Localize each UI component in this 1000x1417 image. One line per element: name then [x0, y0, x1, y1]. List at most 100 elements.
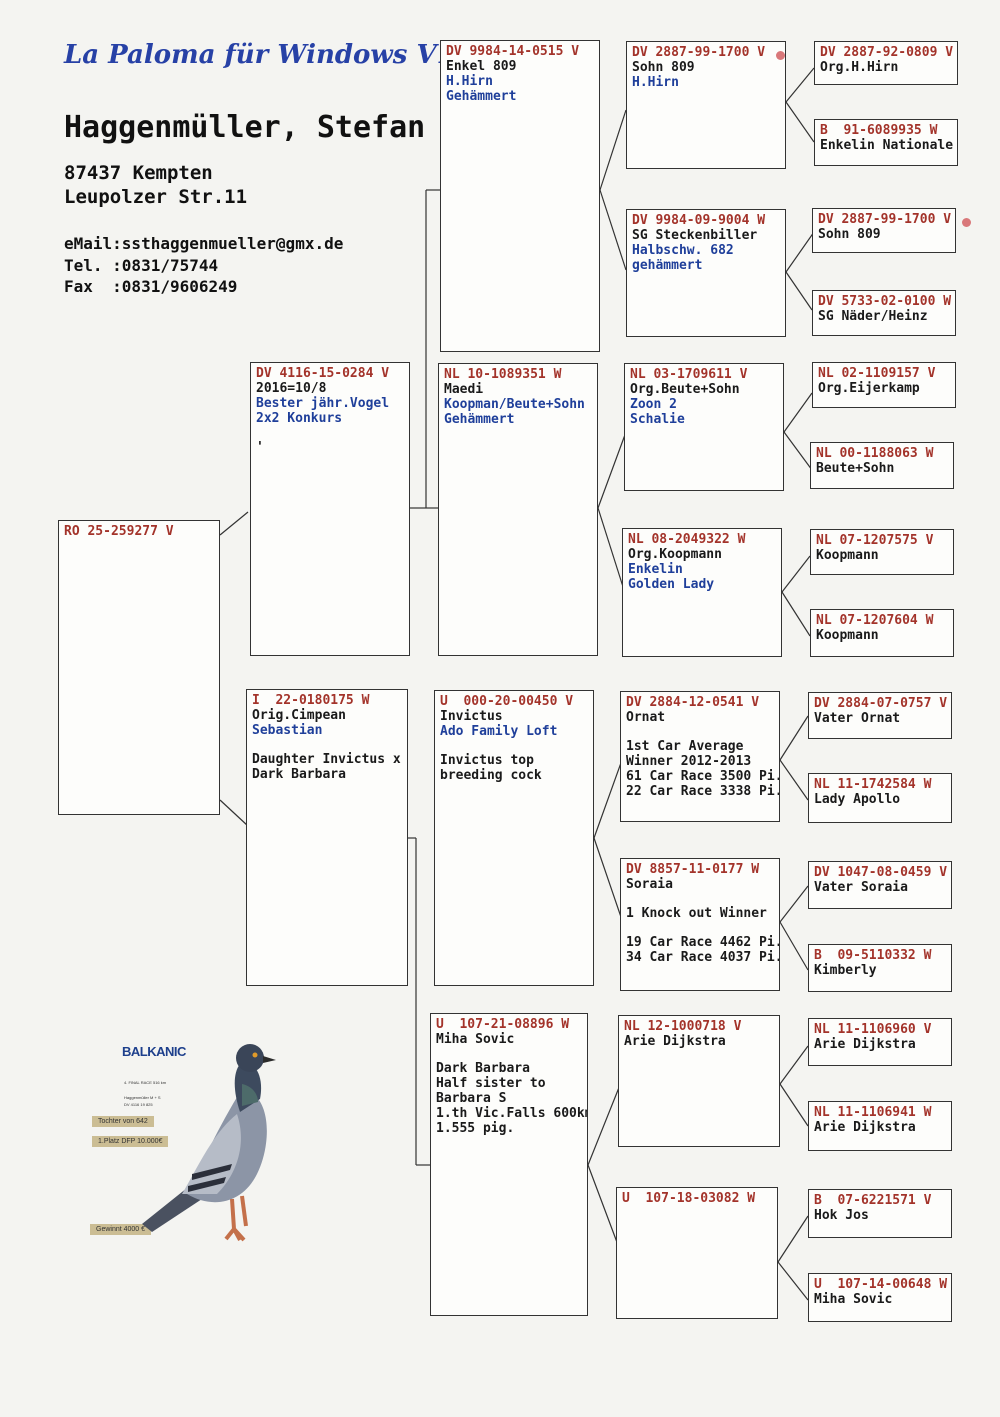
- name-text: Kimberly: [814, 963, 946, 978]
- name-text: Ornat: [626, 710, 774, 725]
- subject-pigeon-box[interactable]: RO 25-259277 V: [58, 520, 220, 815]
- note-text: Gehämmert: [446, 89, 594, 104]
- name-text: breeding cock: [440, 768, 588, 783]
- ring-number: U 107-14-00648 W: [814, 1277, 946, 1292]
- name-text: 1.555 pig.: [436, 1121, 582, 1136]
- ring-number: DV 5733-02-0100 W: [818, 294, 950, 309]
- name-text: Org.Beute+Sohn: [630, 382, 778, 397]
- name-text: 2016=10/8: [256, 381, 404, 396]
- name-text: 1 Knock out Winner: [626, 906, 774, 921]
- name-text: Miha Sovic: [814, 1292, 946, 1307]
- name-text: Enkelin Nationale 1: [820, 138, 952, 153]
- name-text: Dark Barbara: [436, 1061, 582, 1076]
- ring-number: DV 8857-11-0177 W: [626, 862, 774, 877]
- note-text: H.Hirn: [446, 74, 594, 89]
- ring-number: DV 2884-07-0757 V: [814, 696, 946, 711]
- ring-number: DV 2887-99-1700 V: [632, 45, 780, 60]
- name-text: 1st Car Average: [626, 739, 774, 754]
- name-text: Maedi: [444, 382, 592, 397]
- ring-number: NL 08-2049322 W: [628, 532, 776, 547]
- name-text: Lady Apollo: [814, 792, 946, 807]
- name-text: Vater Ornat: [814, 711, 946, 726]
- name-text: Org.Eijerkamp: [818, 381, 950, 396]
- spacer: [626, 892, 774, 906]
- name-text: Soraia: [626, 877, 774, 892]
- spacer: [436, 1047, 582, 1061]
- name-text: Dark Barbara: [252, 767, 402, 782]
- spacer: [626, 921, 774, 935]
- name-text: Arie Dijkstra: [624, 1034, 774, 1049]
- name-text: 22 Car Race 3338 Pi.: [626, 784, 774, 799]
- ring-number: U 107-21-08896 W: [436, 1017, 582, 1032]
- name-text: 34 Car Race 4037 Pi.: [626, 950, 774, 965]
- name-text: Invictus top: [440, 753, 588, 768]
- name-text: Arie Dijkstra: [814, 1120, 946, 1135]
- name-text: Koopmann: [816, 628, 948, 643]
- name-text: 61 Car Race 3500 Pi.: [626, 769, 774, 784]
- ring-number: U 107-18-03082 W: [622, 1191, 772, 1206]
- ring-number: NL 03-1709611 V: [630, 367, 778, 382]
- ring-number: NL 07-1207604 W: [816, 613, 948, 628]
- note-text: Sebastian: [252, 723, 402, 738]
- name-text: Beute+Sohn: [816, 461, 948, 476]
- ring-number: NL 11-1106960 V: [814, 1022, 946, 1037]
- note-text: Enkelin: [628, 562, 776, 577]
- note-text: Gehämmert: [444, 412, 592, 427]
- name-text: Daughter Invictus x: [252, 752, 402, 767]
- ring-number: DV 2887-99-1700 V: [818, 212, 950, 227]
- note-text: Ado Family Loft: [440, 724, 588, 739]
- ring-number: DV 9984-09-9004 W: [632, 213, 780, 228]
- name-text: Orig.Cimpean: [252, 708, 402, 723]
- note-text: Golden Lady: [628, 577, 776, 592]
- note-text: gehämmert: [632, 258, 780, 273]
- ring-number: NL 07-1207575 V: [816, 533, 948, 548]
- name-text: Arie Dijkstra: [814, 1037, 946, 1052]
- ring-number: NL 11-1742584 W: [814, 777, 946, 792]
- marker-dot: [962, 218, 971, 227]
- name-text: Invictus: [440, 709, 588, 724]
- ring-number: B 91-6089935 W: [820, 123, 952, 138]
- name-text: Enkel 809: [446, 59, 594, 74]
- name-text: Half sister to: [436, 1076, 582, 1091]
- g3-box-8[interactable]: U 107-18-03082 W: [616, 1187, 778, 1319]
- ring-number: NL 00-1188063 W: [816, 446, 948, 461]
- name-text: Hok Jos: [814, 1208, 946, 1223]
- ring-number: NL 02-1109157 V: [818, 366, 950, 381]
- ring-number: NL 12-1000718 V: [624, 1019, 774, 1034]
- marker-dot: [776, 51, 785, 60]
- ring-number: DV 4116-15-0284 V: [256, 366, 404, 381]
- name-text: Vater Soraia: [814, 880, 946, 895]
- name-text: SG Steckenbiller: [632, 228, 780, 243]
- name-text: Sohn 809: [632, 60, 780, 75]
- name-text: Sohn 809: [818, 227, 950, 242]
